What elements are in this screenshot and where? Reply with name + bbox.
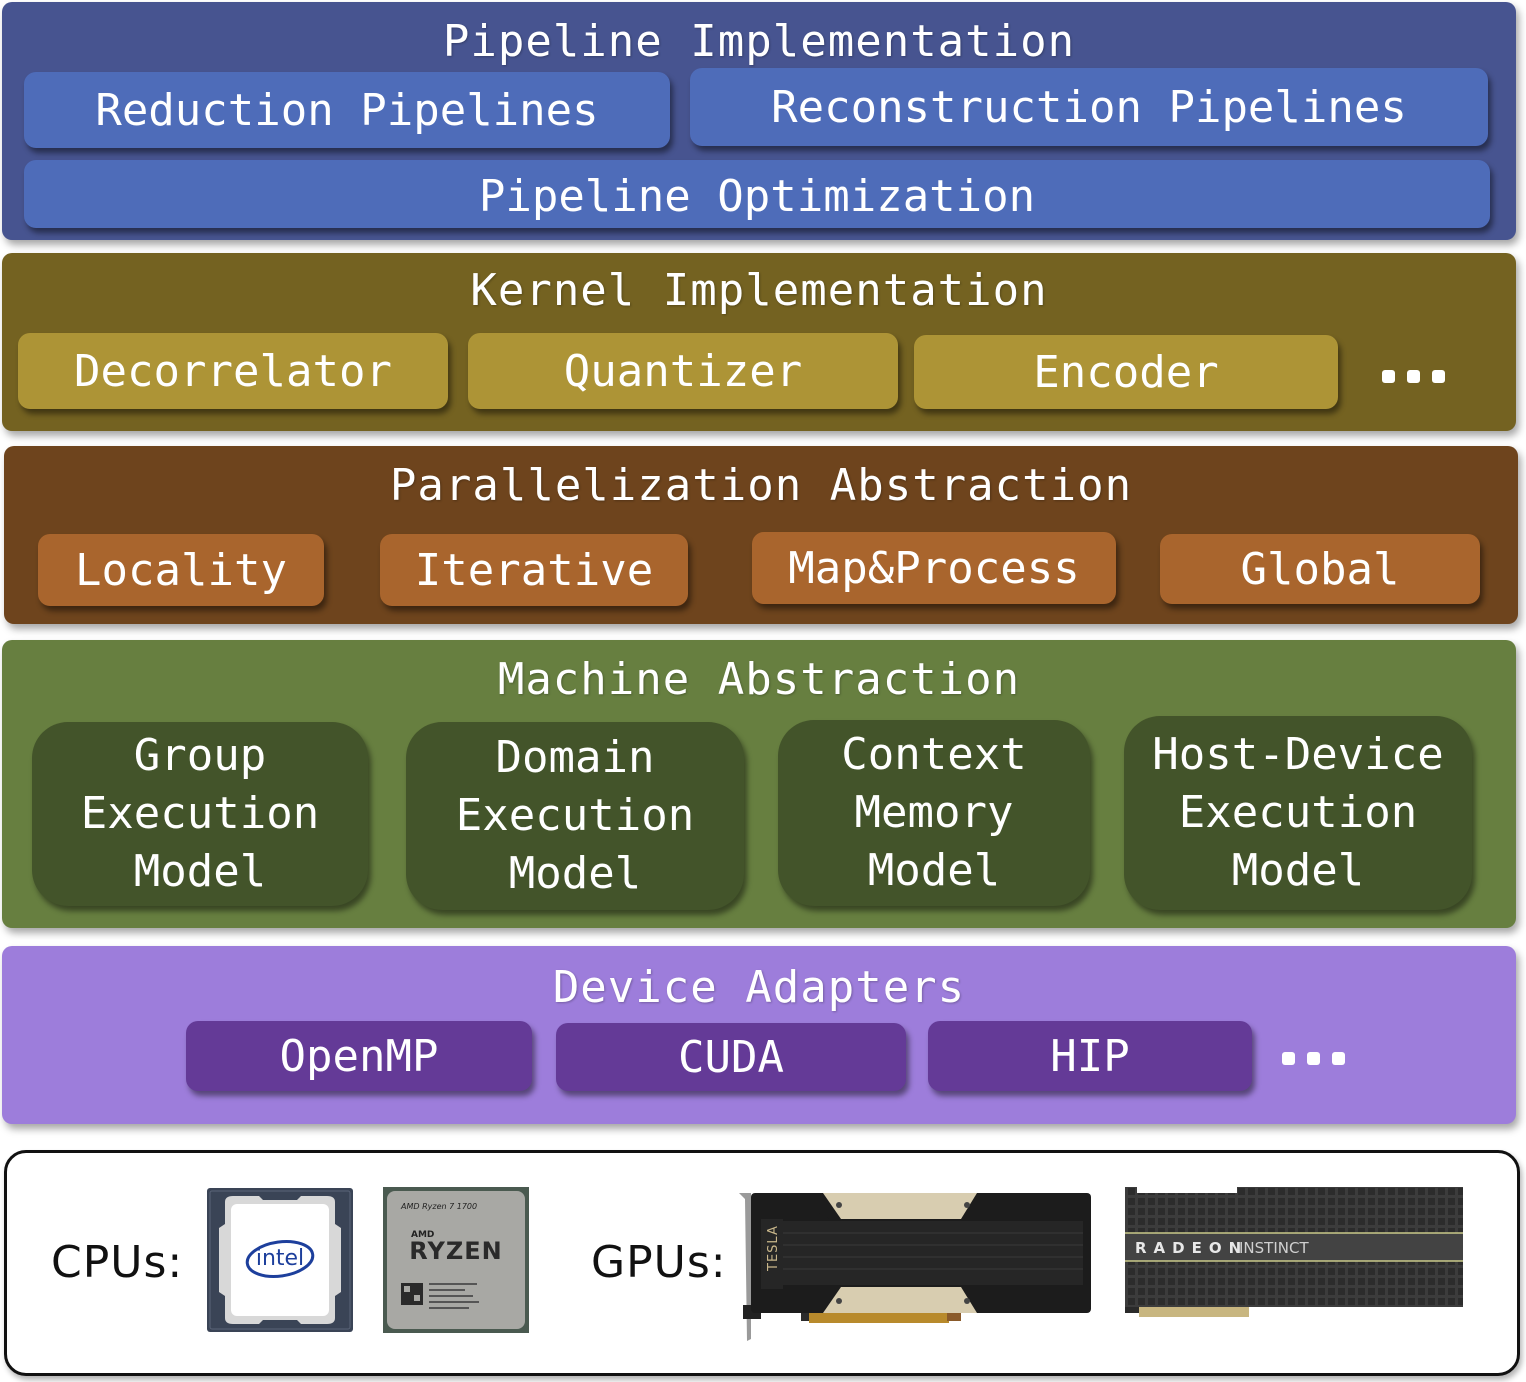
global-box: Global: [1160, 534, 1480, 604]
intel-logo-text: intel: [256, 1246, 304, 1271]
instinct-logo-text: INSTINCT: [1239, 1239, 1309, 1257]
domain-execution-model-line-1: Domain: [495, 732, 655, 783]
more-adapters-ellipsis-icon: [1282, 1052, 1345, 1065]
host-device-execution-model-line-3: Model: [1231, 845, 1365, 896]
amd-radeon-instinct-gpu-image: RADEON INSTINCT: [1125, 1187, 1463, 1317]
pipeline-implementation-layer: Pipeline Implementation Reduction Pipeli…: [2, 2, 1516, 240]
cuda-box: CUDA: [556, 1023, 906, 1091]
context-memory-model-line-2: Memory: [854, 787, 1014, 838]
hip-box: HIP: [928, 1021, 1252, 1091]
context-memory-model-line-1: Context: [841, 729, 1027, 780]
decorrelator-box: Decorrelator: [18, 333, 448, 409]
group-execution-model-line-1: Group: [133, 730, 267, 781]
map-and-process-box: Map&Process: [752, 532, 1116, 604]
device-adapters-title: Device Adapters: [552, 962, 966, 1013]
domain-execution-model-line-2: Execution: [455, 790, 695, 841]
reconstruction-pipelines-box: Reconstruction Pipelines: [690, 68, 1488, 146]
amd-brand-text: AMD: [411, 1230, 434, 1240]
locality-box: Locality: [38, 534, 324, 606]
context-memory-model-box: Context Memory Model: [778, 720, 1090, 906]
iterative-box: Iterative: [380, 534, 688, 606]
amd-ryzen-cpu-image: AMD Ryzen 7 1700 AMD RYZEN: [383, 1187, 529, 1333]
reduction-pipelines-box: Reduction Pipelines: [24, 72, 670, 148]
host-device-execution-model-box: Host-Device Execution Model: [1124, 716, 1472, 910]
hardware-panel: CPUs: intel AMD Ryzen 7 1700 AMD RYZEN G…: [4, 1150, 1520, 1376]
machine-abstraction-title: Machine Abstraction: [497, 654, 1021, 705]
parallelization-abstraction-title: Parallelization Abstraction: [389, 460, 1133, 511]
device-adapters-layer: Device Adapters OpenMP CUDA HIP: [2, 946, 1516, 1124]
domain-execution-model-line-3: Model: [508, 848, 642, 899]
more-kernels-ellipsis-icon: [1382, 370, 1445, 383]
kernel-implementation-title: Kernel Implementation: [470, 265, 1048, 316]
encoder-box: Encoder: [914, 335, 1338, 409]
domain-execution-model-box: Domain Execution Model: [406, 722, 744, 910]
ryzen-model-text: AMD Ryzen 7 1700: [400, 1202, 477, 1211]
context-memory-model-line-3: Model: [867, 845, 1001, 896]
gpus-label: GPUs:: [591, 1237, 727, 1288]
group-execution-model-box: Group Execution Model: [32, 722, 368, 906]
pipeline-optimization-box: Pipeline Optimization: [24, 160, 1490, 228]
cpus-label: CPUs:: [51, 1237, 184, 1288]
group-execution-model-line-3: Model: [133, 846, 267, 897]
group-execution-model-line-2: Execution: [80, 788, 320, 839]
ryzen-logo-text: RYZEN: [409, 1237, 502, 1265]
pipeline-implementation-title: Pipeline Implementation: [442, 16, 1076, 67]
machine-abstraction-layer: Machine Abstraction Group Execution Mode…: [2, 640, 1516, 928]
intel-cpu-image: intel: [207, 1188, 353, 1332]
tesla-logo-text: TESLA: [766, 1225, 781, 1272]
openmp-box: OpenMP: [186, 1021, 532, 1091]
radeon-logo-text: RADEON: [1135, 1239, 1248, 1257]
quantizer-box: Quantizer: [468, 333, 898, 409]
nvidia-tesla-gpu-image: TESLA: [739, 1193, 1091, 1341]
kernel-implementation-layer: Kernel Implementation Decorrelator Quant…: [2, 253, 1516, 431]
parallelization-abstraction-layer: Parallelization Abstraction Locality Ite…: [4, 446, 1518, 624]
host-device-execution-model-line-2: Execution: [1178, 787, 1418, 838]
host-device-execution-model-line-1: Host-Device: [1152, 729, 1444, 780]
